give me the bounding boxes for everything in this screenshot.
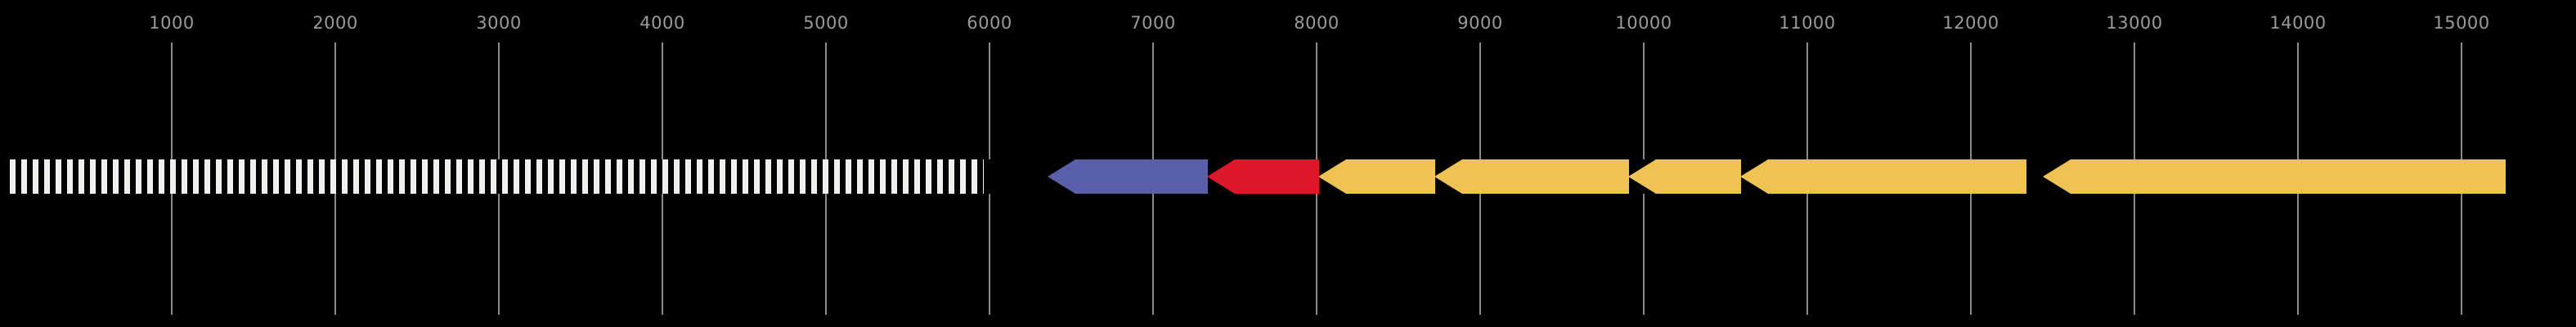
- feature-arrow-reverse[interactable]: [1318, 159, 1435, 194]
- feature-block-hatched[interactable]: [4, 159, 984, 194]
- axis-tick-line: [825, 43, 827, 159]
- axis-tick-label: 11000: [1779, 13, 1836, 33]
- axis-tick-label: 13000: [2106, 13, 2163, 33]
- axis-tick-label: 3000: [476, 13, 522, 33]
- axis-tick-label: 2000: [312, 13, 358, 33]
- axis-tick-line: [171, 43, 173, 159]
- axis-tick-line: [2134, 43, 2135, 159]
- axis-tick-line-lower: [1806, 194, 1808, 315]
- axis-tick-line-lower: [989, 194, 990, 315]
- axis-tick-label: 1000: [149, 13, 195, 33]
- axis-tick-line-lower: [1479, 194, 1481, 315]
- axis-tick-line-lower: [825, 194, 827, 315]
- axis-tick-line: [989, 43, 990, 159]
- feature-arrow-reverse[interactable]: [1740, 159, 2026, 194]
- axis-tick-line: [662, 43, 663, 159]
- feature-arrow-reverse[interactable]: [2043, 159, 2506, 194]
- axis-tick-line-lower: [1152, 194, 1154, 315]
- axis-tick-line-lower: [171, 194, 173, 315]
- axis-tick-line-lower: [662, 194, 663, 315]
- axis-tick-line-lower: [2134, 194, 2135, 315]
- feature-arrow-reverse[interactable]: [1434, 159, 1629, 194]
- axis-tick-line-lower: [498, 194, 500, 315]
- axis-tick-line: [1479, 43, 1481, 159]
- feature-arrow-reverse[interactable]: [1048, 159, 1208, 194]
- axis-tick-line: [1970, 43, 1972, 159]
- axis-tick-line-lower: [334, 194, 336, 315]
- axis-tick-label: 10000: [1615, 13, 1672, 33]
- feature-track: [0, 159, 2576, 194]
- axis-tick-line: [2297, 43, 2299, 159]
- axis-tick-label: 9000: [1457, 13, 1503, 33]
- axis-tick-line-lower: [1316, 194, 1317, 315]
- axis-tick-line: [334, 43, 336, 159]
- axis-tick-label: 12000: [1942, 13, 1999, 33]
- axis-tick-line-lower: [2461, 194, 2462, 315]
- axis-tick-label: 15000: [2433, 13, 2490, 33]
- axis-tick-label: 4000: [640, 13, 685, 33]
- axis-tick-line: [1806, 43, 1808, 159]
- axis-tick-line: [1316, 43, 1317, 159]
- axis-tick-line: [1643, 43, 1645, 159]
- axis-tick-label: 8000: [1294, 13, 1340, 33]
- axis-tick-label: 6000: [967, 13, 1012, 33]
- axis-tick-label: 7000: [1130, 13, 1176, 33]
- axis-tick-label: 5000: [803, 13, 849, 33]
- feature-arrow-reverse[interactable]: [1628, 159, 1741, 194]
- axis-tick-line-lower: [1970, 194, 1972, 315]
- axis-tick-line-lower: [1643, 194, 1645, 315]
- axis-tick-line: [1152, 43, 1154, 159]
- axis-tick-label: 14000: [2269, 13, 2327, 33]
- axis-tick-line-lower: [2297, 194, 2299, 315]
- feature-arrow-reverse[interactable]: [1207, 159, 1319, 194]
- axis-tick-line: [498, 43, 500, 159]
- axis-tick-line: [2461, 43, 2462, 159]
